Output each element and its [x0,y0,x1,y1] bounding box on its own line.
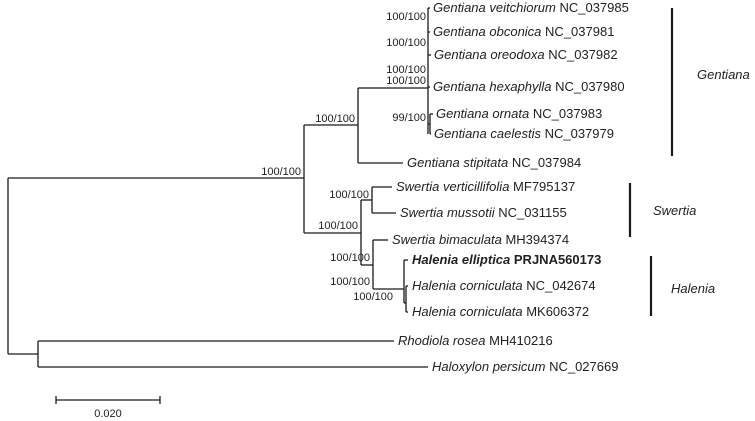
support-value: 100/100 [353,291,393,303]
tip-label: Swertia bimaculata MH394374 [392,232,569,247]
support-value: 100/100 [386,11,426,23]
tip-label: Rhodiola rosea MH410216 [398,333,553,348]
tip-label: Halenia corniculata MK606372 [412,304,589,319]
support-value: 100/100 [318,220,358,232]
scale-bar-line [55,396,161,404]
tip-label: Gentiana oreodoxa NC_037982 [434,47,618,62]
support-value: 100/100 [261,166,301,178]
tip-label: Swertia mussotii NC_031155 [400,205,567,220]
support-value: 100/100 [330,276,370,288]
support-value: 100/100 [329,189,369,201]
tip-label: Haloxylon persicum NC_027669 [432,359,618,374]
tip-label: Gentiana obconica NC_037981 [433,24,614,39]
tip-label: Swertia verticillifolia MF795137 [396,179,575,194]
support-value: 100/100 [330,252,370,264]
tip-labels: Gentiana veitchiorum NC_037985 Gentiana … [392,0,629,374]
support-value: 100/100 [386,64,426,76]
tip-label: Gentiana ornata NC_037983 [436,106,602,121]
tree-branches [7,7,433,368]
support-value: 99/100 [392,112,426,124]
tip-label: Gentiana stipitata NC_037984 [407,155,581,170]
tip-label: Gentiana hexaphylla NC_037980 [433,79,625,94]
clade-label-gentiana: Gentiana [697,67,750,82]
tip-label: Gentiana caelestis NC_037979 [434,126,614,141]
tip-label-highlight: Halenia elliptica PRJNA560173 [412,252,601,267]
clade-label-halenia: Halenia [671,281,715,296]
support-value: 100/100 [315,113,355,125]
tip-label: Halenia corniculata NC_042674 [412,278,596,293]
support-values: 100/100 100/100 100/100 100/100 99/100 1… [261,11,426,303]
scale-bar-label: 0.020 [94,408,122,420]
support-value: 100/100 [386,75,426,87]
clade-label-swertia: Swertia [653,203,696,218]
scale-bar: 0.020 [55,396,161,420]
clade-annotations: Gentiana Swertia Halenia [628,8,750,316]
support-value: 100/100 [386,37,426,49]
tip-label: Gentiana veitchiorum NC_037985 [433,0,629,15]
